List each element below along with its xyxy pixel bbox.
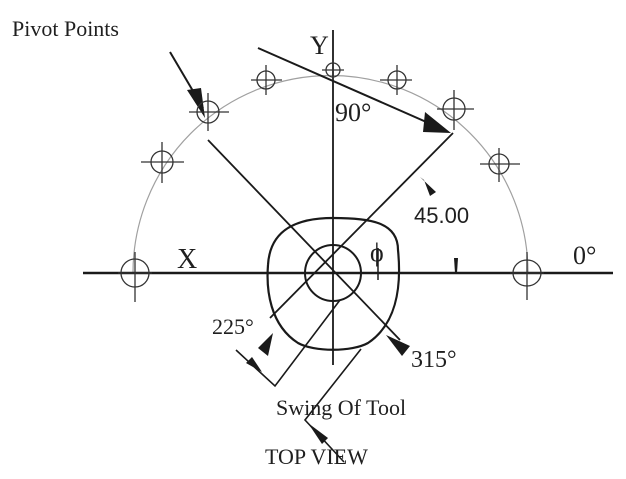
outer-swing-boundary <box>266 216 401 351</box>
dim-45-tick-upper <box>420 177 436 196</box>
angle-315-label: 315° <box>411 347 457 373</box>
pivot-marker-67-5 <box>380 65 412 95</box>
pivot-marker-157-5 <box>141 142 184 183</box>
pivot-marker-45 <box>437 90 474 130</box>
swing-of-tool-label: Swing Of Tool <box>276 395 407 420</box>
figure-caption: TOP VIEW <box>265 444 368 469</box>
pivot-marker-135 <box>189 93 229 131</box>
angle-90-label: 90° <box>335 98 372 127</box>
pivot-marker-90 <box>322 60 344 80</box>
arrowhead-225 <box>258 333 273 356</box>
pivot-points-label: Pivot Points <box>12 16 119 41</box>
angle-225-label: 225° <box>212 314 254 339</box>
arrow-225-small <box>246 357 262 372</box>
dim-45-tick-lower <box>454 258 458 273</box>
tangent-line <box>257 47 441 129</box>
pivot-points-arrowhead <box>187 88 205 118</box>
x-axis-label: X <box>177 244 198 275</box>
y-axis-label: Y <box>310 31 329 60</box>
pivot-marker-112-5 <box>251 65 282 95</box>
tangent-arrowhead <box>423 112 451 133</box>
pivot-arc <box>132 74 529 274</box>
diagonal-135-315 <box>207 139 401 341</box>
diagonal-45-225 <box>269 132 454 319</box>
pivot-marker-22-5 <box>480 148 520 182</box>
pivot-marker-180 <box>118 252 152 302</box>
phi-label: ϕ <box>370 238 384 267</box>
angle-0-label: 0° <box>573 241 597 270</box>
dimension-45-label: 45.00 <box>414 203 470 228</box>
leader-225 <box>235 299 341 388</box>
inner-hub-circle <box>304 244 362 302</box>
leader-swing-of-tool <box>303 348 362 463</box>
arrow-swing-of-tool <box>308 423 328 444</box>
arrowhead-315 <box>386 335 410 356</box>
pivot-marker-0 <box>510 252 544 300</box>
